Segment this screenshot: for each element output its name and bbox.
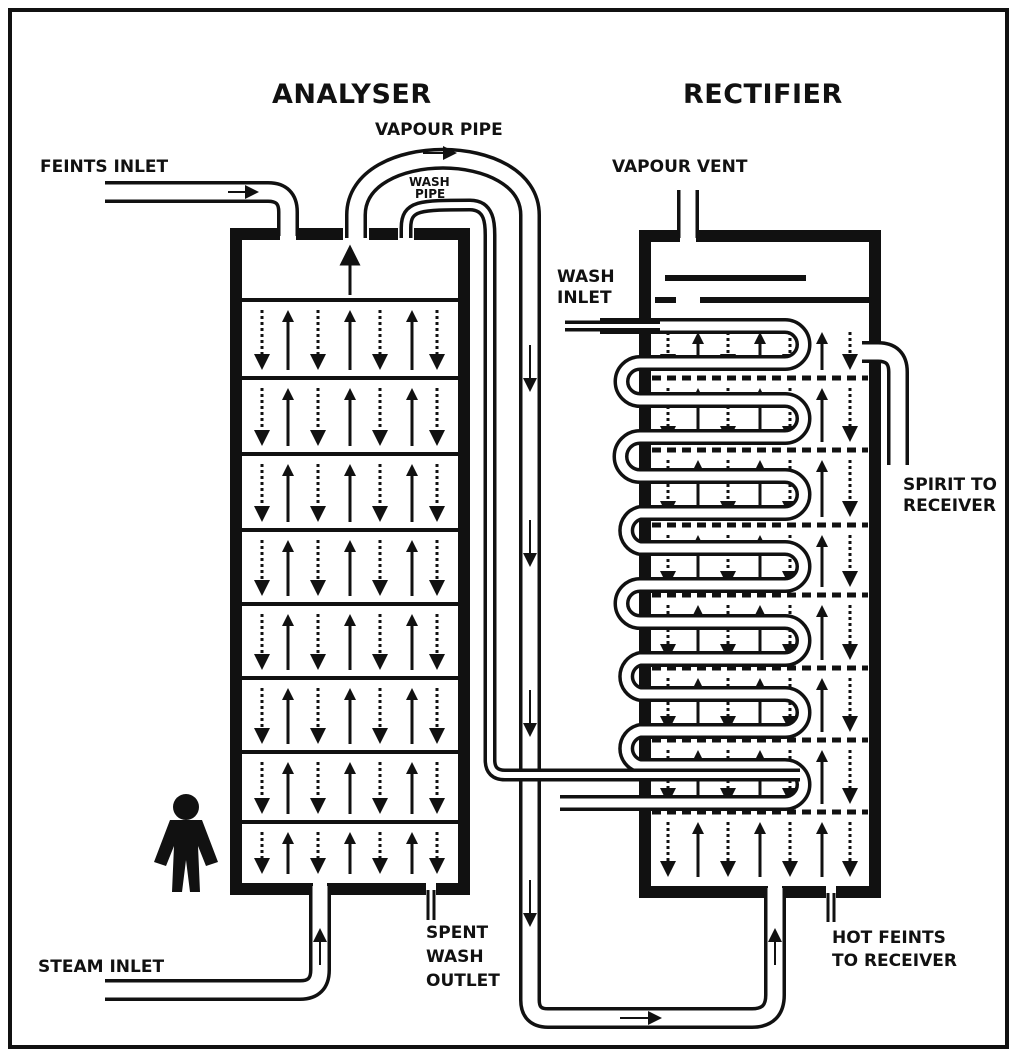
outer-frame (8, 8, 1009, 1049)
steam-inlet-pipe (105, 886, 331, 1001)
feints-inlet-label: FEINTS INLET (40, 157, 169, 177)
hot-feints-label-1: HOT FEINTS (832, 928, 946, 948)
spent-wash-label-3: OUTLET (426, 971, 500, 991)
analyser-column (230, 226, 470, 898)
vapour-pipe-label: VAPOUR PIPE (375, 120, 503, 140)
spirit-to-receiver-label-2: RECEIVER (903, 496, 996, 516)
hot-feints-label-2: TO RECEIVER (832, 951, 957, 971)
wash-inlet-label-1: WASH (557, 267, 615, 287)
steam-inlet-label: STEAM INLET (38, 957, 165, 977)
spirit-to-receiver-label-1: SPIRIT TO (903, 475, 998, 495)
vapour-pipe (345, 147, 786, 1029)
feints-inlet-pipe (105, 181, 299, 236)
wash-pipe-label-1: WASH (409, 175, 450, 189)
vapour-vent-label: VAPOUR VENT (612, 157, 748, 177)
spirit-outlet-pipe (860, 341, 909, 465)
spent-wash-label-2: WASH (426, 947, 484, 967)
wash-pipe-label-2: PIPE (415, 187, 446, 201)
spent-wash-label-1: SPENT (426, 923, 489, 943)
wash-inlet-label-2: INLET (557, 288, 612, 308)
rectifier-title: RECTIFIER (683, 79, 843, 110)
person-silhouette-icon (154, 794, 218, 892)
analyser-title: ANALYSER (272, 79, 432, 110)
wash-pipe (399, 198, 800, 782)
